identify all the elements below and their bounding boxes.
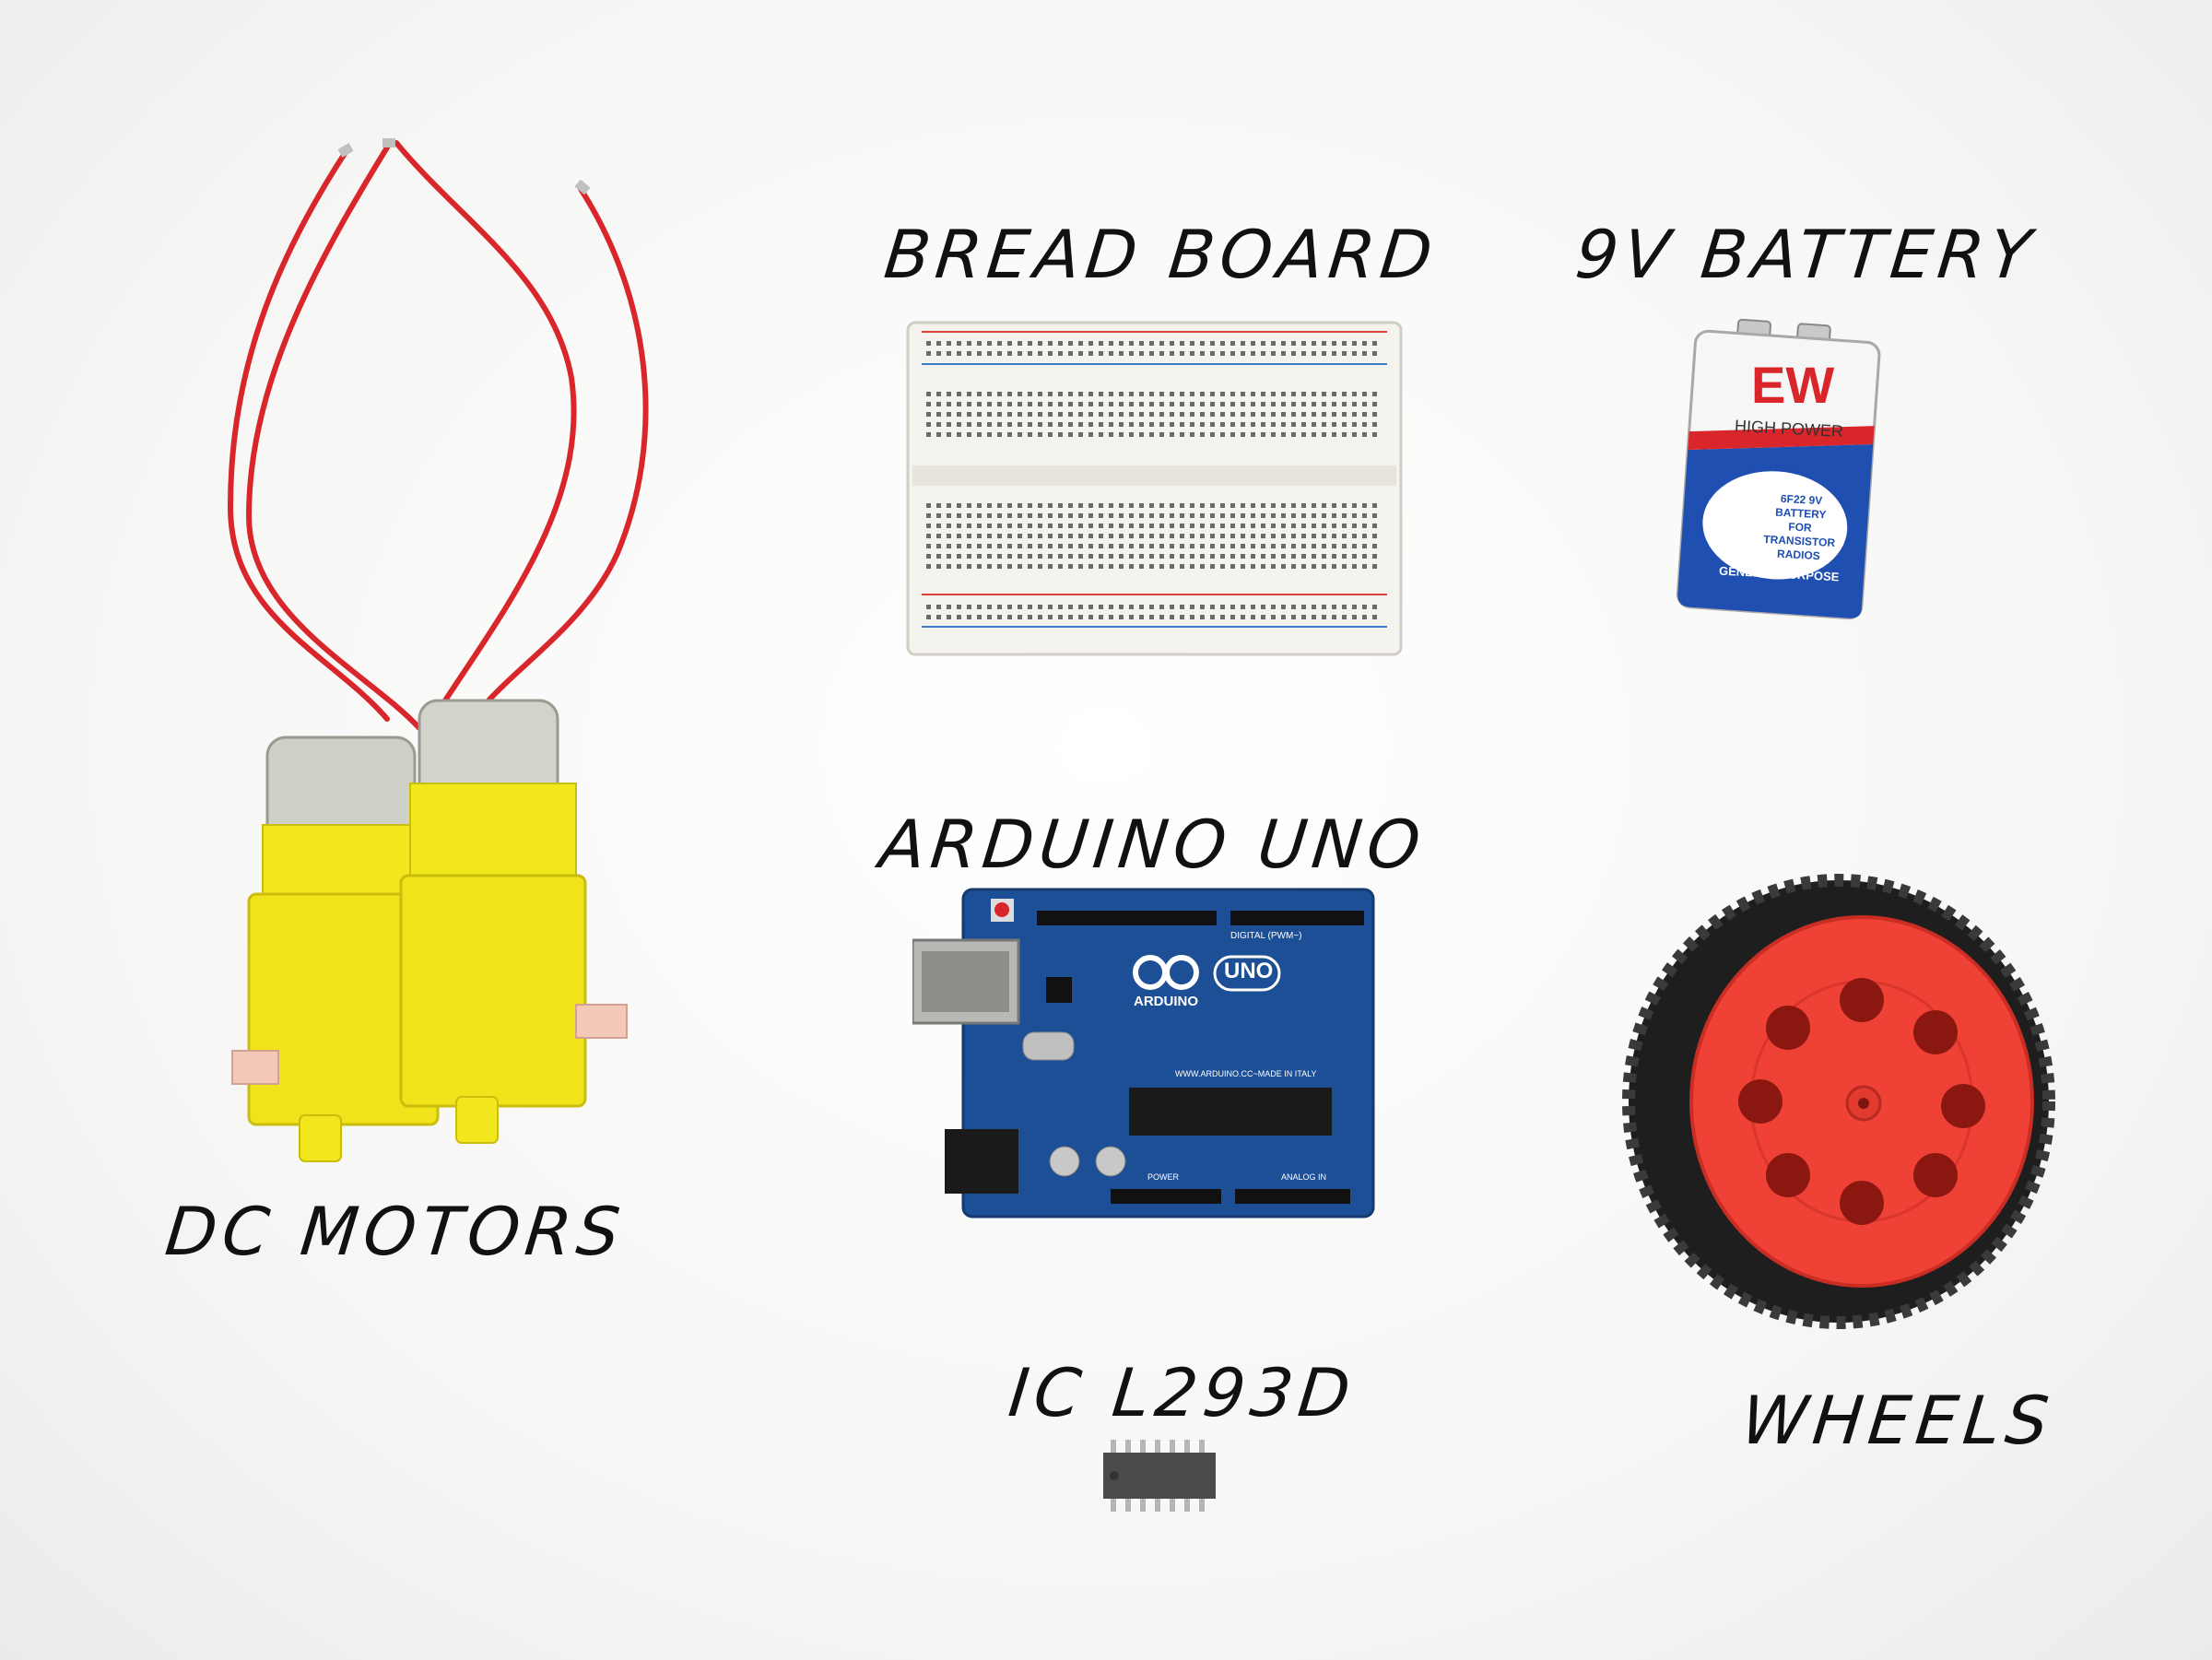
arduino-digital-text: DIGITAL (PWM~) — [1230, 931, 1302, 941]
battery-model-text: 6F22 9V BATTERY FOR TRANSISTOR RADIOS — [1738, 490, 1862, 566]
arduino-logo-text: ARDUINO — [1134, 994, 1198, 1009]
dc-motors-label: DC MOTORS — [161, 1193, 629, 1270]
arduino-power-text: POWER — [1147, 1172, 1180, 1182]
arduino-model: UNO — [1224, 959, 1274, 983]
battery-drawing — [1676, 318, 1881, 620]
right-motor — [399, 699, 628, 1144]
wheel-image — [1613, 871, 2083, 1332]
bread-board-label: BREAD BOARD — [880, 216, 1441, 293]
arduino-image: UNO ARDUINO DIGITAL (PWM~) WWW.ARDUINO.C… — [912, 885, 1382, 1221]
battery-brand: EW — [1751, 356, 1835, 414]
left-motor — [231, 736, 440, 1162]
battery-image: EW HIGH POWER 6F22 9V BATTERY FOR TRANSI… — [1668, 318, 1889, 622]
arduino-drawing — [912, 888, 1375, 1219]
ic-chip-drawing — [1103, 1440, 1216, 1512]
breadboard-image — [903, 318, 1406, 659]
wheels-label: WHEELS — [1737, 1382, 2058, 1459]
battery-label: 9V BATTERY — [1571, 216, 2041, 293]
wire-tips — [337, 138, 591, 195]
ic-chip-image — [1101, 1438, 1221, 1516]
dc-motors-image — [221, 138, 664, 1180]
arduino-analog-text: ANALOG IN — [1281, 1172, 1327, 1182]
breadboard-drawing — [906, 321, 1403, 656]
arduino-label: ARDUINO UNO — [876, 806, 1430, 883]
red-wires — [227, 140, 649, 731]
ic-label: IC L293D — [1005, 1354, 1359, 1431]
dc-motors-drawing — [227, 138, 649, 1162]
arduino-made-in-text: WWW.ARDUINO.CC~MADE IN ITALY — [1175, 1069, 1317, 1078]
wheel-drawing — [1622, 874, 2055, 1329]
